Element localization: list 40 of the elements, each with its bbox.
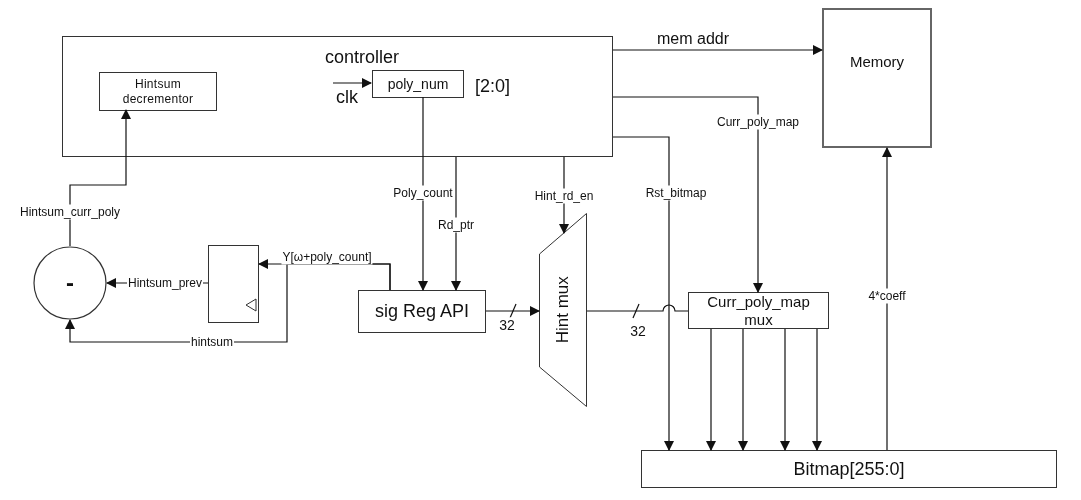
edge-label: Y[ω+poly_count]	[281, 249, 373, 265]
bitmap-box	[641, 450, 1057, 488]
node-label: Memory	[849, 51, 905, 72]
controller-box	[62, 36, 613, 157]
node-label: poly_num	[387, 74, 449, 94]
node-label: Hintsum decrementor	[121, 76, 195, 107]
edge-label: Hintsum_curr_poly	[19, 204, 121, 220]
node-label: Hint mux	[552, 276, 574, 344]
connector-arrow	[882, 147, 892, 451]
edge-label: Curr_poly_map	[716, 114, 800, 130]
process-box	[358, 290, 486, 333]
connector-arrow	[332, 78, 372, 88]
connector-arrow	[780, 328, 790, 451]
node-label: Bitmap[255:0]	[793, 457, 905, 481]
subtractor-circle	[33, 246, 107, 320]
connector-arrow	[612, 45, 823, 55]
process-box	[99, 72, 217, 111]
memory-box	[822, 8, 932, 148]
edge-label: 4*coeff	[867, 288, 907, 304]
edge-label: Hintsum_prev	[127, 275, 203, 291]
edge-label: Hint_rd_en	[533, 188, 595, 204]
node-label: controller	[325, 46, 400, 69]
edge-label: Rst_bitmap	[644, 185, 708, 201]
connector-arrow	[485, 303, 540, 319]
connector-arrow	[812, 328, 822, 451]
edge-label: Rd_ptr	[437, 217, 475, 233]
edge-label: Poly_count	[392, 185, 454, 201]
node-label: -	[66, 271, 74, 295]
connector-arrow	[612, 136, 674, 451]
node-label: Curr_poly_map mux	[707, 292, 810, 329]
mux-trapezoid	[539, 213, 587, 407]
connector-arrow	[738, 328, 748, 451]
node-label: sig Reg API	[374, 300, 470, 323]
mux-box	[688, 292, 829, 329]
connector-arrow	[69, 109, 131, 247]
connector-arrow	[418, 96, 428, 291]
bit-range-label: [2:0]	[475, 75, 511, 98]
connector-arrow	[612, 96, 763, 293]
flip-flop-box	[208, 245, 259, 323]
connector-arrow	[706, 328, 716, 451]
